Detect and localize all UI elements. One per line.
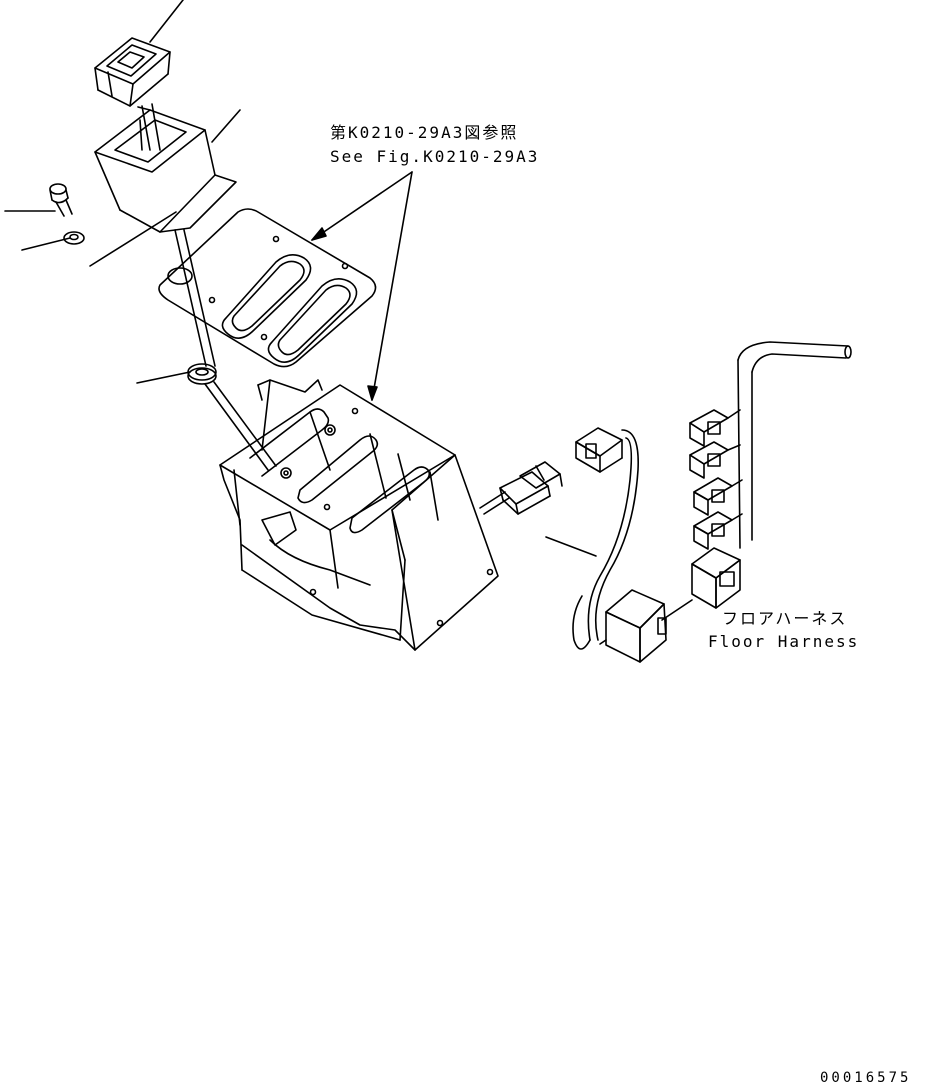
reference-label-jp: 第K0210-29A3図参照 — [330, 123, 519, 142]
floor-harness-label-jp: フロアハーネス — [722, 609, 848, 628]
rocker-switch — [94, 37, 171, 107]
switch-wire — [141, 103, 277, 471]
floor-harness-label-en: Floor Harness — [708, 632, 860, 651]
console-box — [219, 379, 499, 651]
sub-harness — [479, 427, 667, 663]
gasket-plate — [158, 208, 377, 368]
bolt — [49, 183, 73, 217]
grommet — [187, 363, 217, 385]
drawing-number: 00016575 — [820, 1070, 912, 1085]
leader-lines — [4, 0, 693, 621]
washer — [63, 231, 85, 245]
reference-label-en: See Fig.K0210-29A3 — [330, 147, 540, 166]
switch-bracket — [94, 106, 237, 233]
floor-harness — [689, 341, 852, 609]
